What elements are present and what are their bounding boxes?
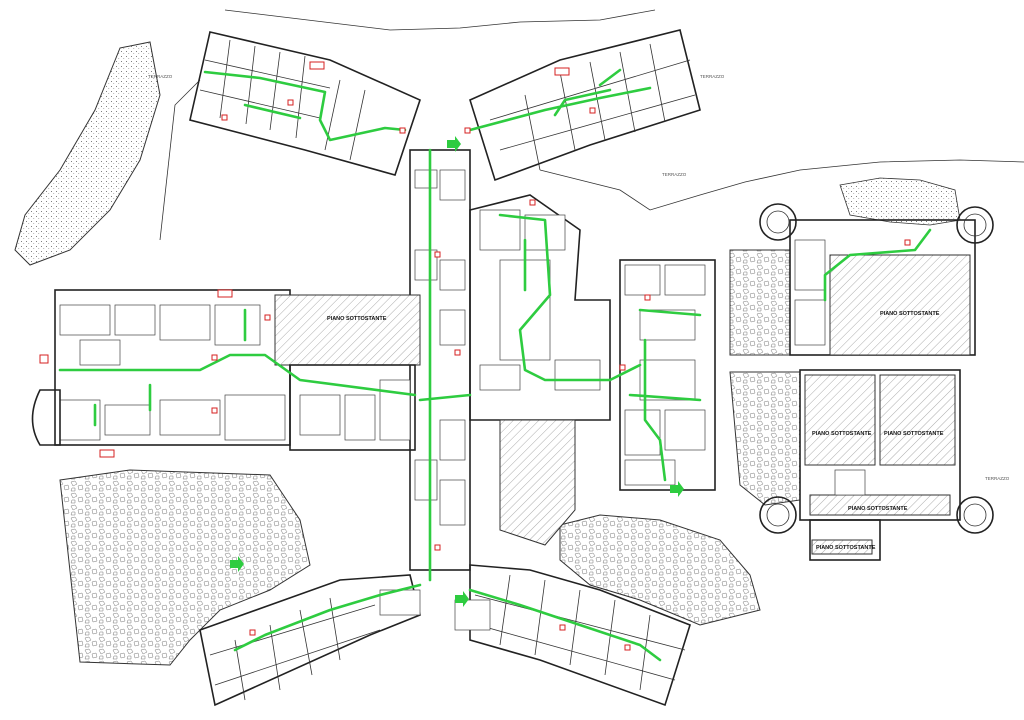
terrace-line-northwest [159, 79, 201, 241]
wing-north-west [189, 31, 421, 176]
terrace-label-2: TERRAZZO [700, 74, 725, 79]
lower-floor-label-west: PIANO SOTTOSTANTE [327, 316, 387, 322]
lower-floor-west [274, 294, 421, 366]
route-north-east-wing [468, 68, 652, 132]
central-east-block [469, 194, 611, 421]
garden-northeast [839, 177, 961, 226]
terrace-label-1: TERRAZZO [148, 74, 173, 79]
sign-marker [554, 67, 570, 76]
route-central-east [498, 213, 642, 382]
tower-northwest [759, 203, 797, 241]
route-east-wing [628, 308, 702, 482]
sign-marker [217, 289, 233, 298]
sign-marker [99, 449, 115, 458]
route-south-east-wing [468, 588, 662, 662]
lower-floor-east-2 [804, 374, 876, 466]
stone-area-east-1 [729, 249, 791, 356]
lower-floor-label-east-2: PIANO SOTTOSTANTE [812, 431, 872, 437]
terrace-label-3: TERRAZZO [662, 172, 687, 177]
exit-arrow [455, 591, 469, 607]
route-north-west-wing [203, 70, 407, 142]
route-far-east [823, 228, 932, 302]
evacuation-routes [58, 68, 932, 662]
wing-north-east-rooms [489, 43, 696, 171]
terrace-line-north [224, 9, 656, 31]
exit-arrow [447, 136, 461, 152]
lower-floor-label-east-1: PIANO SOTTOSTANTE [880, 311, 940, 317]
route-south-west-wing [233, 583, 422, 652]
lower-floor-label-east-5: PIANO SOTTOSTANTE [816, 545, 876, 551]
lower-floor-south-central [499, 419, 576, 546]
wing-north-east [469, 29, 701, 182]
lower-floor-east-3 [879, 374, 956, 466]
terrace-line-northeast [539, 159, 1024, 211]
lower-floor-east-4 [809, 494, 951, 516]
lower-floor-east-1 [829, 254, 971, 356]
lower-floor-label-east-3: PIANO SOTTOSTANTE [884, 431, 944, 437]
stone-area-east-2 [729, 371, 801, 506]
route-central-spine [418, 148, 472, 582]
wing-north-west-rooms [199, 39, 366, 161]
safety-signs [39, 61, 911, 651]
tower-northeast [956, 206, 994, 244]
stone-area-south-west [59, 469, 311, 666]
tower-southwest [759, 496, 797, 534]
sign-marker [39, 354, 49, 364]
stone-area-south-east [559, 514, 761, 626]
building: PIANO SOTTOSTANTE PIANO SOTTOSTANTE [31, 29, 994, 707]
lower-floor-east-5 [811, 539, 873, 555]
tower-southeast [956, 496, 994, 534]
sign-marker [309, 61, 325, 70]
exit-arrow [230, 556, 244, 572]
landscape: TERRAZZO TERRAZZO TERRAZZO TERRAZZO [14, 9, 1024, 666]
wing-south-east [469, 564, 691, 707]
garden-west [14, 41, 161, 266]
route-west-wing [58, 308, 417, 427]
exit-arrow [670, 481, 684, 497]
lower-floor-label-east-4: PIANO SOTTOSTANTE [848, 506, 908, 512]
terrace-label-4: TERRAZZO [985, 476, 1010, 481]
